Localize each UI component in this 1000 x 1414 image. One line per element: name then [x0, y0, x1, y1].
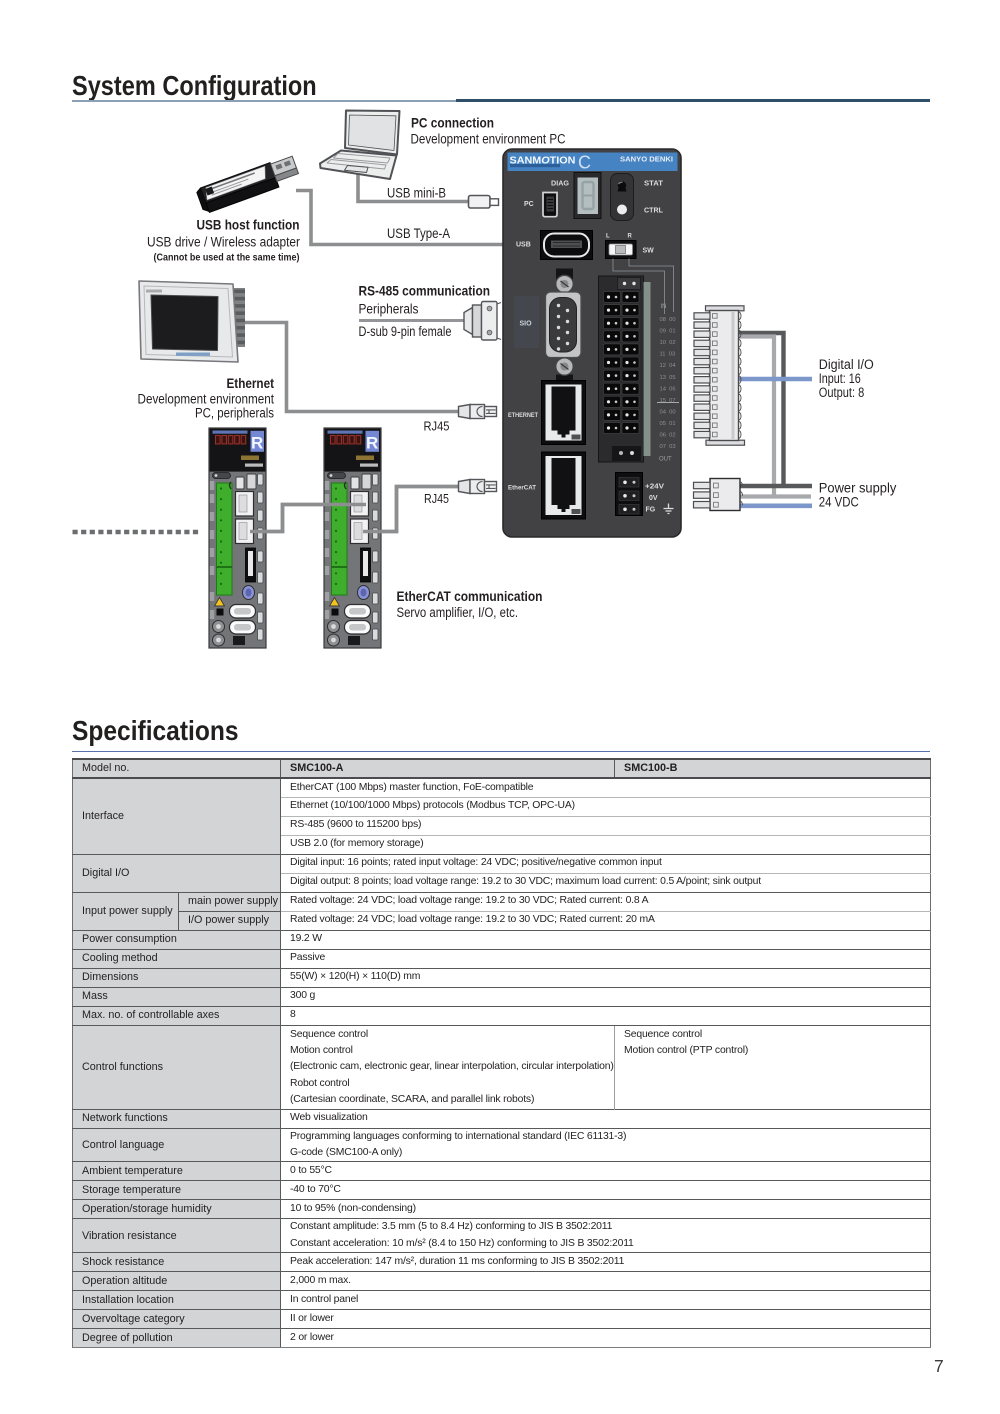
svg-text:SIO: SIO: [520, 321, 533, 328]
svg-text:+24V: +24V: [645, 484, 664, 491]
svg-text:04 00: 04 00: [660, 410, 676, 416]
svg-text:USB Type-A: USB Type-A: [387, 226, 450, 241]
svg-text:10 02: 10 02: [660, 340, 676, 346]
svg-text:PC, peripherals: PC, peripherals: [195, 406, 274, 421]
svg-text:PC: PC: [524, 201, 534, 208]
svg-text:R: R: [628, 234, 633, 240]
svg-text:Servo amplifier, I/O, etc.: Servo amplifier, I/O, etc.: [397, 605, 519, 620]
svg-text:USB mini-B: USB mini-B: [387, 186, 446, 201]
svg-text:FG: FG: [646, 507, 656, 514]
svg-text:USB: USB: [516, 242, 531, 249]
svg-text:L: L: [606, 234, 610, 240]
svg-text:D-sub 9-pin female: D-sub 9-pin female: [359, 324, 452, 339]
svg-text:0V: 0V: [649, 495, 658, 502]
svg-text:ETHERNET: ETHERNET: [508, 412, 538, 419]
svg-text:05 01: 05 01: [660, 421, 676, 427]
svg-text:Input: 16: Input: 16: [819, 371, 861, 386]
svg-text:13 05: 13 05: [660, 375, 676, 381]
svg-text:Output: 8: Output: 8: [819, 385, 865, 400]
svg-text:Development environment: Development environment: [138, 392, 275, 407]
svg-text:Power supply: Power supply: [819, 481, 897, 496]
svg-text:Ethernet: Ethernet: [227, 375, 275, 391]
svg-text:Development environment PC: Development environment PC: [411, 132, 566, 147]
svg-text:08 00: 08 00: [660, 317, 676, 323]
svg-text:PC connection: PC connection: [411, 115, 494, 131]
svg-text:RJ45: RJ45: [424, 419, 450, 434]
svg-text:CTRL: CTRL: [644, 208, 664, 215]
svg-text:DIAG: DIAG: [551, 181, 570, 188]
svg-text:14 06: 14 06: [660, 386, 676, 392]
svg-text:Digital I/O: Digital I/O: [819, 357, 874, 372]
svg-text:EtherCAT communication: EtherCAT communication: [397, 588, 543, 604]
svg-text:EtherCAT: EtherCAT: [508, 485, 536, 492]
svg-text:RJ45: RJ45: [424, 491, 449, 506]
svg-text:IN: IN: [661, 304, 667, 310]
svg-text:11 03: 11 03: [660, 352, 676, 358]
svg-text:R: R: [251, 434, 263, 453]
svg-text:R: R: [366, 434, 378, 453]
svg-text:15 07: 15 07: [660, 398, 676, 404]
svg-text:SW: SW: [643, 248, 655, 255]
svg-text:06 02: 06 02: [660, 433, 676, 439]
svg-text:OUT: OUT: [659, 457, 672, 463]
svg-text:STAT: STAT: [644, 181, 664, 188]
svg-text:USB drive / Wireless adapter: USB drive / Wireless adapter: [147, 235, 300, 250]
svg-text:Peripherals: Peripherals: [359, 302, 419, 317]
svg-text:12 04: 12 04: [660, 363, 677, 369]
svg-text:C: C: [578, 153, 591, 173]
svg-text:RS-485 communication: RS-485 communication: [359, 283, 491, 299]
svg-text:24 VDC: 24 VDC: [819, 494, 859, 509]
svg-text:SANYO DENKI: SANYO DENKI: [620, 157, 673, 164]
svg-text:07 03: 07 03: [660, 444, 676, 450]
svg-text:(Cannot be used at the same ti: (Cannot be used at the same time): [154, 252, 300, 264]
svg-text:SANMOTION: SANMOTION: [510, 155, 576, 167]
svg-text:09 01: 09 01: [660, 329, 676, 335]
svg-text:USB host function: USB host function: [197, 217, 300, 233]
